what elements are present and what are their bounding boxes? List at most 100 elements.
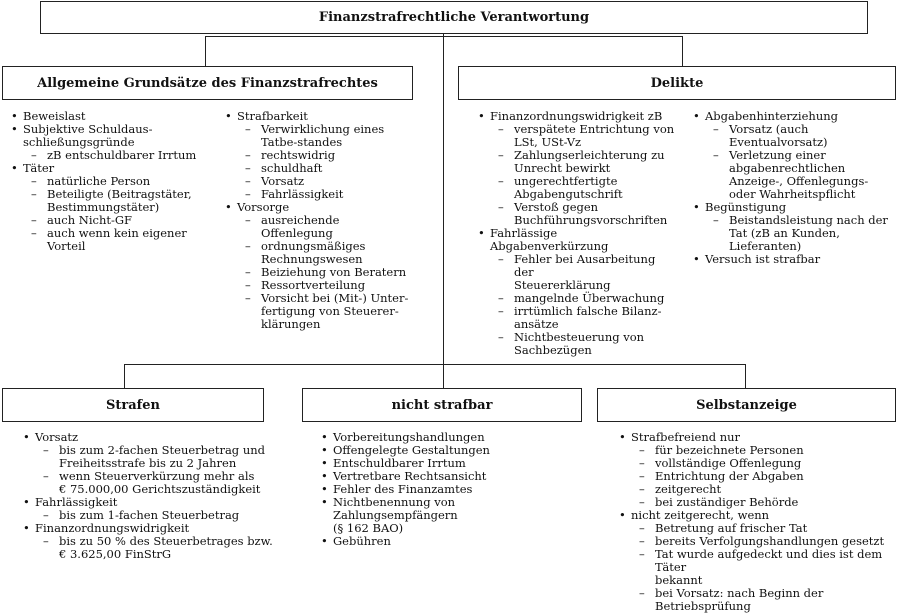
sub-item: Tat wurde aufgedeckt und dies ist dem Tä… [631, 548, 898, 587]
bullet-item: Beweislast [10, 110, 215, 124]
bullet-list: Finanzordnungswidrigkeit zBverspätete En… [477, 110, 677, 357]
sub-item-text: Bestimmungstäter) [47, 200, 160, 214]
bullet-item: Entschuldbarer Irrtum [320, 457, 580, 471]
bullet-item: BegünstigungBeistandsleistung nach derTa… [692, 201, 892, 253]
sub-item-text: Verwirklichung eines [261, 122, 385, 136]
bullet-text: schließungsgründe [23, 135, 135, 149]
connector-line [124, 364, 125, 388]
sub-item-text: Vorsatz [261, 174, 305, 188]
connector-line [682, 36, 683, 66]
sub-item-text: Sachbezügen [514, 343, 592, 357]
sub-item: zB entschuldbarer Irrtum [23, 148, 215, 163]
sub-item-text: vollständige Offenlegung [655, 456, 802, 470]
sub-item-text: Buchführungsvorschriften [514, 213, 668, 227]
col-selbstanzeige: Strafbefreiend nurfür bezeichnete Person… [618, 431, 898, 613]
bullet-item: Finanzordnungswidrigkeit zBverspätete En… [477, 110, 677, 227]
sub-item: auch wenn kein eigener Vorteil [23, 227, 215, 253]
connector-line [443, 33, 444, 389]
bullet-text: nicht zeitgerecht, wenn [631, 508, 770, 522]
sub-item-text: bis zum 1-fachen Steuerbetrag [59, 508, 240, 522]
sub-item-text: natürliche Person [47, 174, 151, 188]
sub-item: bei Vorsatz: nach Beginn der Betriebsprü… [631, 587, 898, 613]
sub-list: bis zum 1-fachen Steuerbetrag [35, 508, 282, 523]
sub-item: Verletzung einerabgabenrechtlichenAnzeig… [705, 149, 892, 201]
bullet-text: Fahrlässige Abgabenverkürzung [490, 226, 609, 253]
sub-item-text: wenn Steuerverkürzung mehr als [59, 469, 255, 483]
sub-item-text: Lieferanten) [729, 239, 802, 253]
sub-item-text: rechtswidrig [261, 148, 336, 162]
sub-item: Fehler bei Ausarbeitung derSteuererkläru… [490, 253, 677, 292]
bullet-list: Vorsatzbis zum 2-fachen Steuerbetrag und… [22, 431, 282, 561]
sub-item-text: oder Wahrheitspflicht [729, 187, 856, 201]
bullet-text: Nichtbenennung von Zahlungsempfängern [333, 495, 458, 522]
bullet-text: Fehler des Finanzamtes [333, 482, 473, 496]
bullet-item: Täternatürliche PersonBeteiligte (Beitra… [10, 162, 215, 253]
sub-item-text: mangelnde Überwachung [514, 291, 665, 305]
bullet-text: Vorsatz [35, 430, 79, 444]
sub-item-text: Rechnungswesen [261, 252, 363, 266]
sub-item-text: fertigung von Steuerer- [261, 304, 399, 318]
sub-item: Ressortverteilung [237, 278, 414, 293]
sub-item-text: Tatbe-standes [261, 135, 343, 149]
bullet-list: StrafbarkeitVerwirklichung einesTatbe-st… [224, 110, 414, 331]
bullet-text: Vertretbare Rechtsansicht [333, 469, 487, 483]
sub-item-text: bis zu 50 % des Steuerbetrages bzw. [59, 534, 273, 548]
sub-list: zB entschuldbarer Irrtum [23, 148, 215, 163]
sub-item-text: Beiziehung von Beratern [261, 265, 407, 279]
sub-item-text: € 75.000,00 Gerichtszuständigkeit [59, 482, 261, 496]
sub-item: zeitgerecht [631, 483, 898, 497]
col-strafen: Vorsatzbis zum 2-fachen Steuerbetrag und… [22, 431, 282, 561]
sub-item: Beteiligte (Beitragstäter,Bestimmungstät… [23, 188, 215, 214]
sub-item: natürliche Person [23, 174, 215, 189]
sub-item-text: bei Vorsatz: nach Beginn der Betriebsprü… [655, 586, 824, 613]
bullet-item: Vorsorgeausreichende Offenlegungordnungs… [224, 201, 414, 331]
sub-item-text: bereits Verfolgungshandlungen gesetzt [655, 534, 885, 548]
bullet-item: Fahrlässige AbgabenverkürzungFehler bei … [477, 227, 677, 357]
nicht-strafbar-box: nicht strafbar [302, 388, 582, 422]
sub-item: Beiziehung von Beratern [237, 265, 414, 280]
sub-item-text: LSt, USt-Vz [514, 135, 582, 149]
sub-item: Fahrlässigkeit [237, 188, 414, 202]
bullet-text: (§ 162 BAO) [333, 521, 404, 535]
sub-list: bis zum 2-fachen Steuerbetrag undFreihei… [35, 444, 282, 496]
sub-item-text: abgabenrechtlichen [729, 161, 846, 175]
col-nicht-strafbar: VorbereitungshandlungenOffengelegte Gest… [320, 431, 580, 549]
bullet-text: Subjektive Schuldaus- [23, 122, 153, 136]
sub-item: rechtswidrig [237, 148, 414, 163]
connector-line [205, 36, 206, 66]
sub-item: irrtümlich falsche Bilanz-ansätze [490, 305, 677, 331]
bullet-text: Fahrlässigkeit [35, 495, 118, 509]
bullet-item: Finanzordnungswidrigkeitbis zu 50 % des … [22, 522, 282, 561]
bullet-list: BeweislastSubjektive Schuldaus-schließun… [10, 110, 215, 253]
bullet-item: Versuch ist strafbar [692, 253, 892, 267]
bullet-item: Fehler des Finanzamtes [320, 482, 580, 497]
sub-item-text: Verstoß gegen [514, 200, 599, 214]
bullet-item: AbgabenhinterziehungVorsatz (auchEventua… [692, 110, 892, 201]
bullet-text: Gebühren [333, 534, 391, 548]
sub-item-text: € 3.625,00 FinStrG [59, 547, 172, 561]
bullet-text: Strafbarkeit [237, 109, 308, 123]
sub-list: Verwirklichung einesTatbe-standesrechtsw… [237, 123, 414, 202]
bullet-text: Abgabenhinterziehung [705, 109, 838, 123]
sub-item: Betretung auf frischer Tat [631, 522, 898, 536]
sub-item-text: Unrecht bewirkt [514, 161, 611, 175]
sub-item-text: zB entschuldbarer Irrtum [47, 148, 197, 162]
sub-item-text: Freiheitsstrafe bis zu 2 Jahren [59, 456, 237, 470]
sub-item-text: Ressortverteilung [261, 278, 366, 292]
col-delikte-left: Finanzordnungswidrigkeit zBverspätete En… [477, 110, 677, 357]
bullet-text: Begünstigung [705, 200, 787, 214]
sub-item: auch Nicht-GF [23, 214, 215, 228]
sub-list: natürliche PersonBeteiligte (Beitragstät… [23, 175, 215, 253]
sub-list: Fehler bei Ausarbeitung derSteuererkläru… [490, 253, 677, 357]
sub-item-text: klärungen [261, 317, 321, 331]
bullet-text: Offengelegte Gestaltungen [333, 443, 490, 457]
bullet-list: VorbereitungshandlungenOffengelegte Gest… [320, 431, 580, 549]
connector-line [745, 364, 746, 388]
